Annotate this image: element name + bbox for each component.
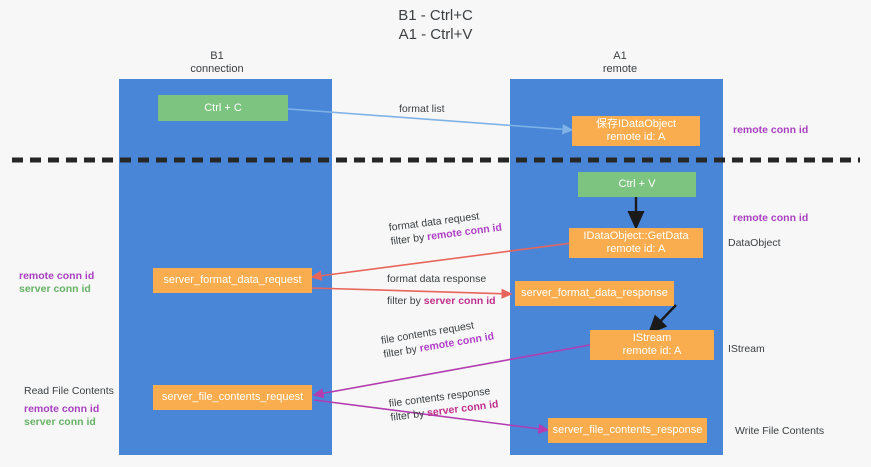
lane-header-b1: B1 connection [137, 50, 297, 76]
edge-label-file-contents-request: file contents request filter by remote c… [380, 316, 495, 362]
lane-header-a1-line1: A1 [613, 50, 627, 62]
filter-prefix: filter by [389, 231, 428, 248]
box-idataobject-getdata-line1: IDataObject::GetData [583, 230, 689, 242]
side-note-left-server-conn-id-2: server conn id [24, 416, 96, 428]
edge-label-file-contents-response: file contents response filter by server … [388, 383, 499, 424]
side-note-left-server-conn-id: server conn id [19, 283, 91, 295]
box-ctrl-v-label: Ctrl + V [618, 178, 656, 190]
box-server-format-data-response[interactable]: server_format_data_response [515, 281, 674, 306]
box-server-format-data-request-label: server_format_data_request [163, 274, 302, 286]
box-server-file-contents-response-label: server_file_contents_response [552, 424, 703, 436]
box-ctrl-c-label: Ctrl + C [204, 101, 242, 114]
edge-label-format-data-response: format data response filter by server co… [387, 272, 496, 308]
title-line-1: B1 - Ctrl+C [398, 7, 473, 24]
edge-label-format-data-request: format data request filter by remote con… [388, 207, 503, 249]
lane-header-b1-line2: connection [190, 63, 244, 75]
box-server-format-data-request[interactable]: server_format_data_request [153, 268, 312, 293]
edge-label-format-data-response-filter: filter by server conn id [387, 294, 496, 308]
side-note-istream: IStream [728, 343, 765, 355]
filter-prefix: filter by [387, 295, 424, 307]
box-istream-line1: IStream [632, 332, 672, 344]
box-save-idataobject-line2: remote id: A [606, 131, 666, 143]
box-ctrl-v[interactable]: Ctrl + V [578, 172, 696, 197]
side-note-left-remote-conn-id: remote conn id [19, 270, 95, 282]
box-save-idataobject[interactable]: 保存IDataObject remote id: A [572, 116, 700, 146]
box-istream-line2: remote id: A [622, 345, 682, 357]
side-note-dataobject: DataObject [728, 237, 781, 249]
side-note-remote-conn-id-top: remote conn id [733, 124, 809, 136]
box-server-file-contents-request-label: server_file_contents_request [161, 391, 304, 403]
edge-label-format-list: format list [399, 103, 445, 115]
filter-prefix: filter by [389, 407, 428, 424]
box-istream[interactable]: IStream remote id: A [590, 330, 714, 360]
lane-header-b1-line1: B1 [210, 50, 224, 62]
box-server-file-contents-response[interactable]: server_file_contents_response [548, 418, 707, 443]
side-note-read-file-contents: Read File Contents [24, 385, 114, 397]
lane-header-a1: A1 remote [540, 50, 700, 76]
side-note-left-remote-conn-id-2: remote conn id [24, 403, 100, 415]
side-note-remote-conn-id-mid: remote conn id [733, 212, 809, 224]
edge-label-format-data-response-main: format data response [387, 273, 487, 285]
page-title: B1 - Ctrl+C A1 - Ctrl+V [0, 6, 871, 44]
box-save-idataobject-line1: 保存IDataObject [595, 118, 677, 130]
box-server-file-contents-request[interactable]: server_file_contents_request [153, 385, 312, 410]
filter-key-server-conn-id: server conn id [423, 295, 496, 307]
box-ctrl-c[interactable]: Ctrl + C [158, 95, 288, 121]
box-server-format-data-response-label: server_format_data_response [521, 287, 668, 299]
title-line-2: A1 - Ctrl+V [398, 26, 473, 43]
side-note-write-file-contents: Write File Contents [735, 425, 825, 437]
lane-header-a1-line2: remote [602, 63, 638, 75]
box-idataobject-getdata[interactable]: IDataObject::GetData remote id: A [569, 228, 703, 258]
box-idataobject-getdata-line2: remote id: A [606, 243, 666, 255]
